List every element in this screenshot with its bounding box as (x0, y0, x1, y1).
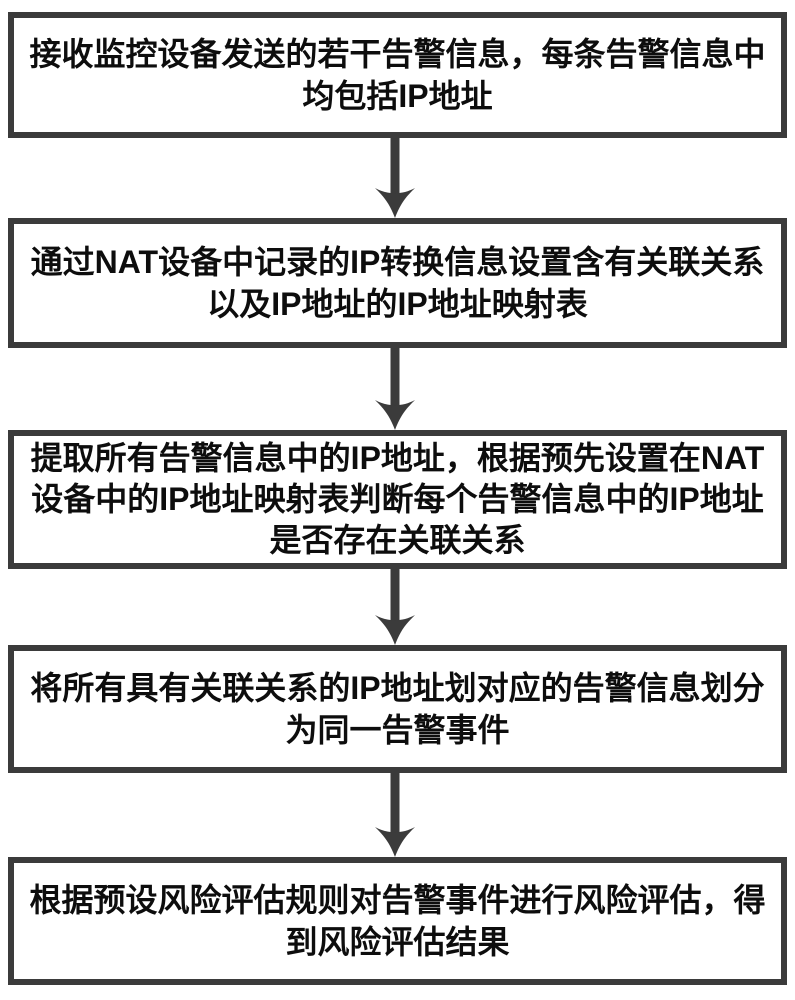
flowchart-step-4-text: 将所有具有关联关系的IP地址划对应的告警信息划分为同一告警事件 (30, 669, 765, 748)
arrow-down-icon (373, 569, 417, 645)
flowchart-step-4: 将所有具有关联关系的IP地址划对应的告警信息划分为同一告警事件 (8, 645, 787, 773)
flowchart-step-3: 提取所有告警信息中的IP地址，根据预先设置在NAT设备中的IP地址映射表判断每个… (8, 430, 787, 569)
flowchart-step-3-text: 提取所有告警信息中的IP地址，根据预先设置在NAT设备中的IP地址映射表判断每个… (30, 440, 765, 558)
arrow-down-icon (373, 773, 417, 857)
flowchart-step-2-text: 通过NAT设备中记录的IP转换信息设置含有关联关系以及IP地址的IP地址映射表 (30, 243, 765, 322)
flowchart-step-5-text: 根据预设风险评估规则对告警事件进行风险评估，得到风险评估结果 (29, 881, 766, 960)
arrow-down-icon (373, 348, 417, 430)
flowchart-step-2: 通过NAT设备中记录的IP转换信息设置含有关联关系以及IP地址的IP地址映射表 (8, 218, 787, 348)
flowchart-step-1: 接收监控设备发送的若干告警信息，每条告警信息中均包括IP地址 (8, 12, 787, 138)
arrow-down-icon (373, 138, 417, 218)
flowchart-step-1-text: 接收监控设备发送的若干告警信息，每条告警信息中均包括IP地址 (29, 35, 766, 114)
flowchart-step-5: 根据预设风险评估规则对告警事件进行风险评估，得到风险评估结果 (8, 857, 787, 985)
